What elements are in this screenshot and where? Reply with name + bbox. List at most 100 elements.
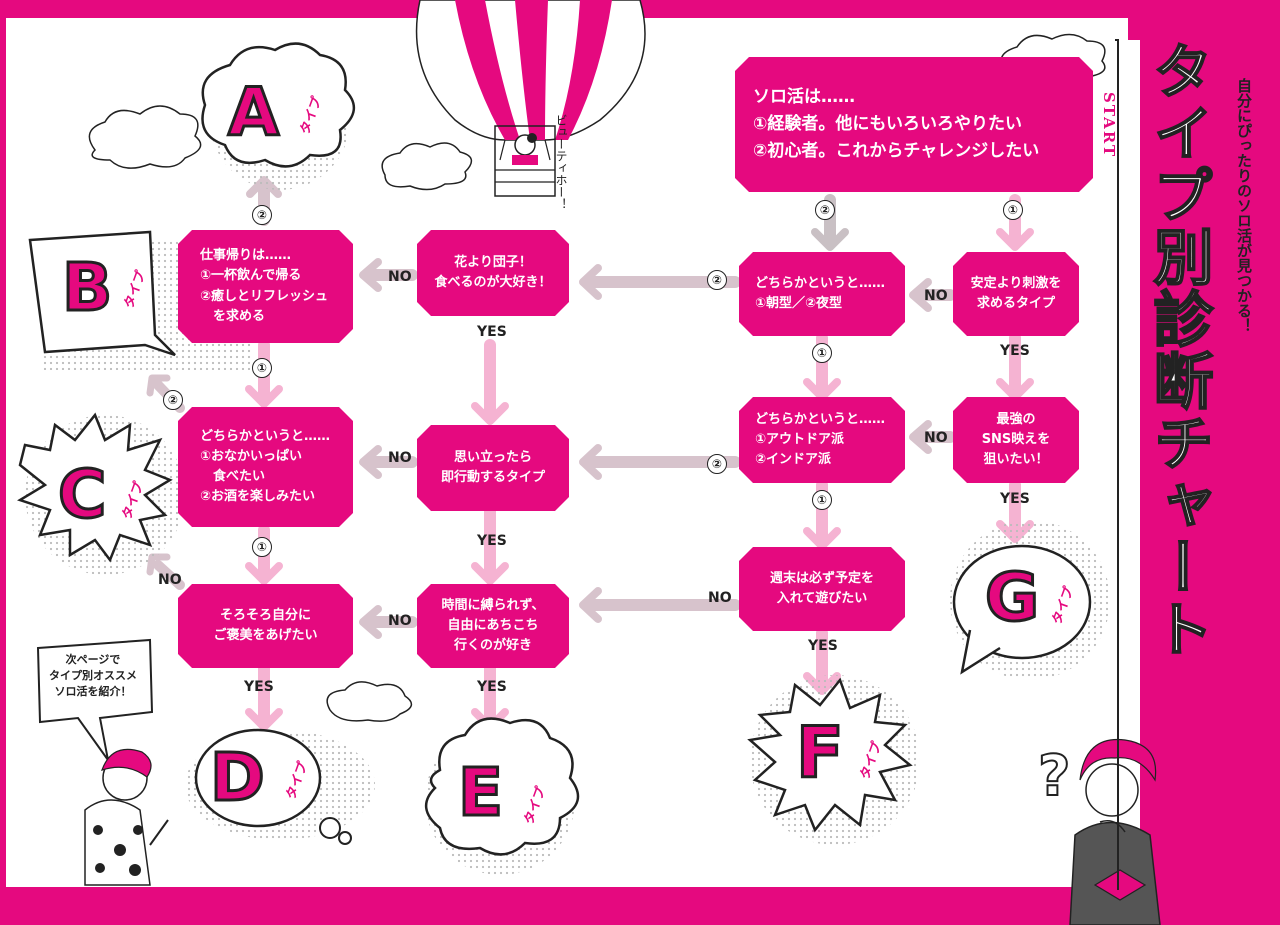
num-2-start: ② xyxy=(815,200,835,220)
no-label-stimulus: NO xyxy=(924,288,948,304)
yes-label-stimulus: YES xyxy=(1000,343,1030,359)
doodle-cloud-1 xyxy=(88,105,202,169)
note-line: 次ページで xyxy=(65,653,121,666)
page-subtitle: 自分にぴったりのソロ活が見つかる！ xyxy=(1235,78,1253,333)
hot-air-balloon-illustration xyxy=(415,0,646,197)
box-line: ご褒美をあげたい xyxy=(213,628,318,643)
yes-label-sns: YES xyxy=(1000,491,1030,507)
box-line: 食べるのが大好き！ xyxy=(434,275,552,290)
box-line: どちらかというと…… xyxy=(755,411,886,427)
yes-label-free: YES xyxy=(477,679,507,695)
type-f-letter: F xyxy=(795,712,846,794)
box-line: 自由にあちこち xyxy=(447,617,539,633)
box-line: ①一杯飲んで帰る xyxy=(200,268,302,284)
woman-thinking-illustration: ? xyxy=(1037,738,1161,925)
doodle-cloud-2 xyxy=(381,142,473,191)
box-line: 即行動するタイプ xyxy=(440,470,545,485)
yes-label-dango: YES xyxy=(477,324,507,340)
box-line: 花より団子！ xyxy=(454,254,532,270)
panel-border-line xyxy=(1115,39,1119,890)
box-line: 安定より刺激を xyxy=(970,275,1062,291)
num-1-hungry: ① xyxy=(252,537,272,557)
type-b-letter: B xyxy=(60,249,113,326)
type-a-letter: A xyxy=(226,74,280,151)
girl-pointing-illustration xyxy=(84,748,169,886)
num-2-morning: ② xyxy=(707,270,727,290)
note-speech-bubble xyxy=(36,638,154,761)
hungry-question-box: どちらかというと…… ①おなかいっぱい 食べたい ②お酒を楽しみたい xyxy=(178,407,353,527)
type-f-bubble xyxy=(747,675,920,845)
svg-text:?: ? xyxy=(1038,744,1070,809)
box-line: 食べたい xyxy=(200,469,266,484)
frame-left xyxy=(0,0,6,925)
num-1-afterwork: ① xyxy=(252,358,272,378)
box-line: 仕事帰りは…… xyxy=(200,248,292,264)
type-d-letter: D xyxy=(209,739,267,816)
type-e-bubble xyxy=(425,717,580,875)
type-c-bubble xyxy=(17,412,185,575)
box-line: ①朝型／②夜型 xyxy=(755,296,843,311)
box-line: 入れて遊びたい xyxy=(776,591,868,606)
no-label-sns: NO xyxy=(924,430,948,446)
reward-question-box: そろそろ自分に ご褒美をあげたい xyxy=(178,584,353,668)
type-g-letter: G xyxy=(983,559,1040,636)
box-line: ①アウトドア派 xyxy=(755,431,845,447)
no-label-impulse: NO xyxy=(388,450,412,466)
num-2-afterwork: ② xyxy=(252,205,272,225)
type-e-letter: E xyxy=(456,754,504,831)
num-1-outdoor: ① xyxy=(812,490,832,510)
box-line: どちらかというと…… xyxy=(200,428,331,444)
no-label-reward: NO xyxy=(158,572,182,588)
weekend-question-box: 週末は必ず予定を 入れて遊びたい xyxy=(739,547,905,631)
note-line: ソロ活を紹介！ xyxy=(54,684,132,698)
box-line: ①おなかいっぱい xyxy=(200,448,303,464)
box-line: 時間に縛られず、 xyxy=(441,597,545,613)
box-line: ①経験者。他にもいろいろやりたい xyxy=(753,113,1023,134)
impulse-question-box: 思い立ったら 即行動するタイプ xyxy=(417,425,569,511)
stimulus-question-box: 安定より刺激を 求めるタイプ xyxy=(953,252,1079,336)
inner-panel-edge xyxy=(1118,40,1140,890)
box-line: どちらかというと…… xyxy=(755,275,886,291)
page-title: タイプ別診断チャート xyxy=(1142,39,1214,661)
yes-label-impulse: YES xyxy=(477,533,507,549)
dango-question-box: 花より団子！ 食べるのが大好き！ xyxy=(417,230,569,316)
box-line: ②お酒を楽しみたい xyxy=(200,489,316,505)
no-label-free: NO xyxy=(388,613,412,629)
box-line: を求める xyxy=(200,308,266,324)
balloon-caption: ビューティホー！ xyxy=(554,114,568,210)
type-c-letter: C xyxy=(56,456,107,533)
box-line: 最強の xyxy=(996,411,1036,427)
box-line: 行くのが好き xyxy=(453,638,532,654)
type-d-bubble xyxy=(185,728,375,845)
no-label-dango: NO xyxy=(388,269,412,285)
doodle-cloud-4 xyxy=(326,681,413,722)
box-line: 求めるタイプ xyxy=(976,296,1055,311)
num-1-start: ① xyxy=(1003,200,1023,220)
next-page-note: 次ページで タイプ別オススメ ソロ活を紹介！ xyxy=(44,652,142,700)
box-line: ②初心者。これからチャレンジしたい xyxy=(753,141,1040,162)
num-2-outdoor: ② xyxy=(707,454,727,474)
note-line: タイプ別オススメ xyxy=(49,668,137,682)
morning-question-box: どちらかというと…… ①朝型／②夜型 xyxy=(739,252,905,336)
free-question-box: 時間に縛られず、 自由にあちこち 行くのが好き xyxy=(417,584,569,668)
yes-label-reward: YES xyxy=(244,679,274,695)
sns-question-box: 最強の SNS映えを 狙いたい！ xyxy=(953,397,1079,483)
box-line: 週末は必ず予定を xyxy=(769,570,874,586)
box-line: ②インドア派 xyxy=(755,452,832,468)
num-2-hungry: ② xyxy=(163,390,183,410)
frame-bottom xyxy=(0,887,1280,925)
outdoor-question-box: どちらかというと…… ①アウトドア派 ②インドア派 xyxy=(739,397,905,483)
type-a-bubble xyxy=(201,42,355,190)
start-label: START xyxy=(1100,92,1118,159)
no-label-weekend: NO xyxy=(708,590,732,606)
box-line: ②癒しとリフレッシュ xyxy=(200,288,329,304)
box-line: SNS映えを xyxy=(981,431,1051,447)
box-line: 狙いたい！ xyxy=(983,452,1049,468)
num-1-morning: ① xyxy=(812,343,832,363)
box-line: ソロ活は…… xyxy=(753,86,855,107)
type-g-bubble xyxy=(950,520,1110,680)
box-line: そろそろ自分に xyxy=(219,607,311,623)
afterwork-question-box: 仕事帰りは…… ①一杯飲んで帰る ②癒しとリフレッシュ を求める xyxy=(178,230,353,343)
